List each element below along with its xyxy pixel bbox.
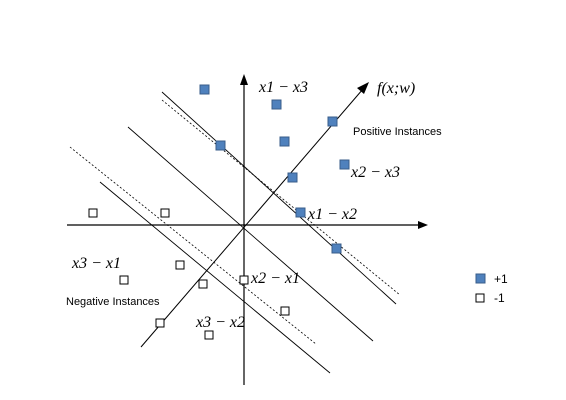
- vector-label-x1-x2: x1 − x2: [307, 206, 357, 223]
- vector-label-x1-x3: x1 − x3: [258, 79, 308, 96]
- margin-line-dashed: [161, 99, 401, 296]
- legend-positive-label: +1: [494, 272, 508, 286]
- negative-point: [119, 275, 129, 285]
- negative-point: [204, 330, 214, 340]
- positive-region-label: Positive Instances: [353, 126, 442, 138]
- vector-label-x2-x1: x2 − x1: [250, 270, 300, 287]
- x-axis-arrow-icon: [418, 221, 428, 229]
- margin-line-dashed: [69, 146, 317, 345]
- positive-point: [199, 84, 210, 95]
- positive-point: [295, 207, 306, 218]
- positive-instances: [199, 84, 350, 254]
- positive-point: [287, 172, 298, 183]
- hyperplanes-dashed: [69, 99, 401, 345]
- legend-negative-label: -1: [494, 291, 505, 305]
- negative-point: [160, 208, 170, 218]
- negative-point: [88, 208, 98, 218]
- weight-vector-arrow-icon: [357, 82, 369, 94]
- positive-point: [327, 116, 338, 127]
- negative-instances: [88, 208, 290, 340]
- vector-label-x3-x1: x3 − x1: [71, 255, 121, 272]
- positive-point: [339, 159, 350, 170]
- negative-point: [155, 318, 165, 328]
- axes: [67, 74, 428, 385]
- positive-point: [279, 136, 290, 147]
- positive-point: [271, 99, 282, 110]
- weight-vector-line: [140, 88, 364, 348]
- vector-label-x2-x3: x2 − x3: [350, 164, 400, 181]
- hyperplane-line: [161, 91, 397, 305]
- negative-point: [280, 306, 290, 316]
- positive-point: [331, 243, 342, 254]
- positive-point: [215, 140, 226, 151]
- hyperplanes-solid: [99, 91, 397, 374]
- legend-positive-swatch: [475, 273, 486, 284]
- negative-point: [198, 279, 208, 289]
- hyperplane-line: [127, 126, 374, 342]
- legend: +1 -1: [475, 272, 508, 305]
- vector-label-x3-x2: x3 − x2: [195, 314, 245, 331]
- legend-negative-swatch: [475, 293, 485, 303]
- weight-vector: [140, 82, 369, 348]
- y-axis-arrow-icon: [240, 74, 248, 85]
- negative-point: [239, 275, 249, 285]
- negative-region-label: Negative Instances: [66, 296, 160, 308]
- hyperplane-line: [99, 181, 331, 374]
- function-label: f(x;w): [377, 80, 415, 97]
- negative-point: [175, 260, 185, 270]
